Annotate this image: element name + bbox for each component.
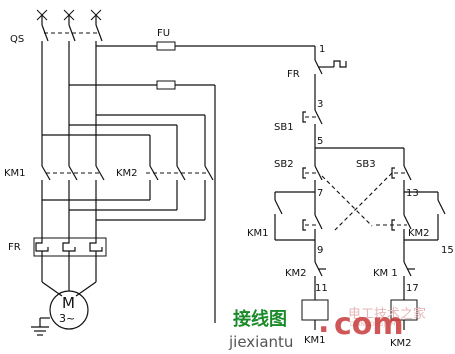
km2-coil-label: KM2 [390,338,412,349]
sb2-label: SB2 [274,159,294,170]
motor-label: M [62,294,75,312]
sb3-reverse-button [391,160,412,186]
motor: M 3~ [49,290,89,330]
node-3: 3 [317,99,323,110]
fuse-lower [156,80,176,90]
sb1-label: SB1 [274,122,294,133]
km1-main-label: KM1 [4,168,26,179]
fu-label: FU [157,28,170,39]
control-circuit: FR SB1 SB2 SB3 KM1 KM2 KM2 KM 1 KM1 KM2 … [247,44,454,349]
ground-symbol [31,317,50,336]
km1-nc-interlock [403,261,415,282]
node-7: 7 [317,188,323,199]
km2-main-contacts [146,160,214,186]
node-11: 11 [315,283,328,294]
node-15: 15 [441,245,454,256]
node-1: 1 [319,44,325,55]
sb2-nc-interlock [376,214,412,235]
sb3-nc-interlock [302,214,323,235]
fr-thermal-relay [33,237,107,257]
km1-aux-label: KM1 [247,228,269,239]
sb3-label: SB3 [356,159,376,170]
qs-switch [36,9,103,42]
fr-control-label: FR [287,69,300,80]
node-5: 5 [317,136,323,147]
node-9: 9 [317,245,323,256]
km1-main-contacts [41,160,105,186]
fuse-upper [156,41,176,51]
watermark-dot: . [318,305,329,340]
node-13: 13 [406,188,419,199]
fr-nc-contact [314,59,347,80]
km1-interlock-label: KM 1 [373,268,398,279]
sb2-forward-button [302,160,323,186]
watermark-faint-small: DIANGONGJISHU [350,321,400,328]
motor-phase-label: 3~ [59,312,75,325]
fr-main-label: FR [8,242,21,253]
km2-main-label: KM2 [116,168,138,179]
sb1-stop-button [302,109,323,130]
km2-interlock-label: KM2 [285,268,307,279]
watermark-faint: 电工技术之家 [348,306,426,322]
node-17: 17 [406,283,419,294]
watermark-com: com [334,307,404,342]
km1-coil-label: KM1 [304,335,326,346]
mech-interlock-a [321,175,373,227]
watermark-latin: jiexiantu [228,333,293,351]
watermark-chinese: 接线图 [233,308,287,330]
km2-nc-interlock [314,261,326,282]
mech-interlock-b [334,172,393,231]
main-power-circuit: M 3~ QS FU KM1 KM2 FR [4,9,315,336]
qs-label: QS [10,34,24,45]
km2-aux-label: KM2 [408,228,430,239]
watermark: 电工技术之家 DIANGONGJISHU 接线图 . com jiexiantu [228,305,426,351]
